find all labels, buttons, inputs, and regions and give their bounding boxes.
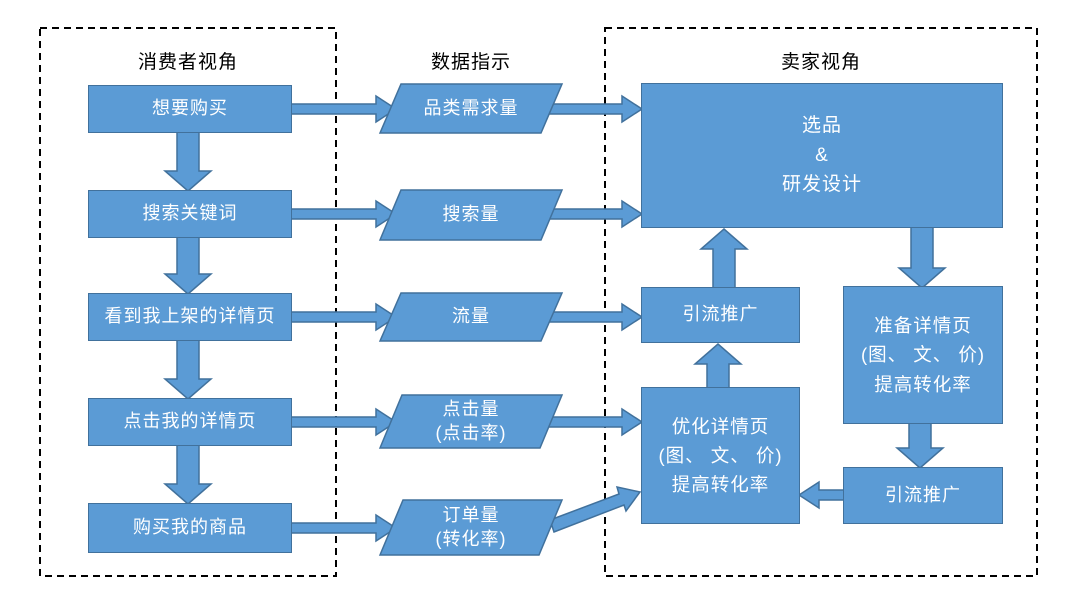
arrow-left-promo-bottom-to-optimize <box>797 480 846 510</box>
arrow-step4-to-clicks <box>287 407 398 437</box>
consumer-step-label: 点击我的详情页 <box>123 411 257 432</box>
seller-promo-bottom-box: 引流推广 <box>843 467 1003 524</box>
parallelogram-traffic <box>378 292 564 342</box>
consumer-step-search-keywords: 搜索关键词 <box>88 190 292 238</box>
arrow-down-step2-step3 <box>162 235 214 295</box>
consumer-step-label: 购买我的商品 <box>133 517 247 538</box>
seller-optimize-detail-page-box: 优化详情页 (图、 文、 价) 提高转化率 <box>641 387 800 524</box>
arrow-step2-to-search-volume <box>287 199 398 229</box>
arrow-step3-to-traffic <box>287 302 398 332</box>
consumer-column-title: 消费者视角 <box>137 52 238 73</box>
arrow-up-promo-top-to-selection <box>698 228 750 290</box>
arrow-down-step3-step4 <box>162 338 214 400</box>
consumer-step-label: 看到我上架的详情页 <box>104 306 276 327</box>
arrow-orders-to-optimize-diagonal <box>549 486 642 533</box>
arrow-down-step1-step2 <box>162 129 214 192</box>
seller-promo-top-box: 引流推广 <box>641 287 800 343</box>
consumer-step-buy-product: 购买我的商品 <box>88 503 292 553</box>
consumer-step-label: 想要购买 <box>152 98 228 119</box>
parallelogram-orders <box>378 499 564 556</box>
seller-prepare-detail-page-box: 准备详情页 (图、 文、 价) 提高转化率 <box>843 286 1003 424</box>
parallelogram-demand <box>378 83 564 134</box>
arrow-down-step4-step5 <box>162 443 214 505</box>
arrow-traffic-to-promo-top <box>547 302 644 332</box>
arrow-down-prepare-to-promo-bottom <box>894 421 946 469</box>
arrow-down-selection-to-prepare <box>896 225 948 289</box>
arrow-demand-to-selection <box>547 94 644 124</box>
parallelogram-clicks <box>378 394 564 449</box>
arrow-step1-to-demand <box>287 94 398 124</box>
consumer-step-see-listing: 看到我上架的详情页 <box>88 293 292 341</box>
seller-selection-rnd-box: 选品 & 研发设计 <box>641 83 1003 228</box>
arrow-clicks-to-optimize <box>547 407 644 437</box>
arrow-step5-to-orders <box>287 513 398 543</box>
metrics-column-title: 数据指示 <box>430 52 511 73</box>
parallelogram-search-volume <box>378 189 564 241</box>
consumer-group-frame <box>39 27 337 577</box>
consumer-step-label: 搜索关键词 <box>142 203 238 224</box>
consumer-step-want-to-buy: 想要购买 <box>88 85 292 133</box>
consumer-step-click-detail-page: 点击我的详情页 <box>88 398 292 446</box>
seller-column-title: 卖家视角 <box>780 52 861 73</box>
seller-group-frame <box>604 27 1038 577</box>
arrow-up-optimize-to-promo-top <box>692 343 744 390</box>
arrow-search-volume-to-selection <box>547 199 644 229</box>
